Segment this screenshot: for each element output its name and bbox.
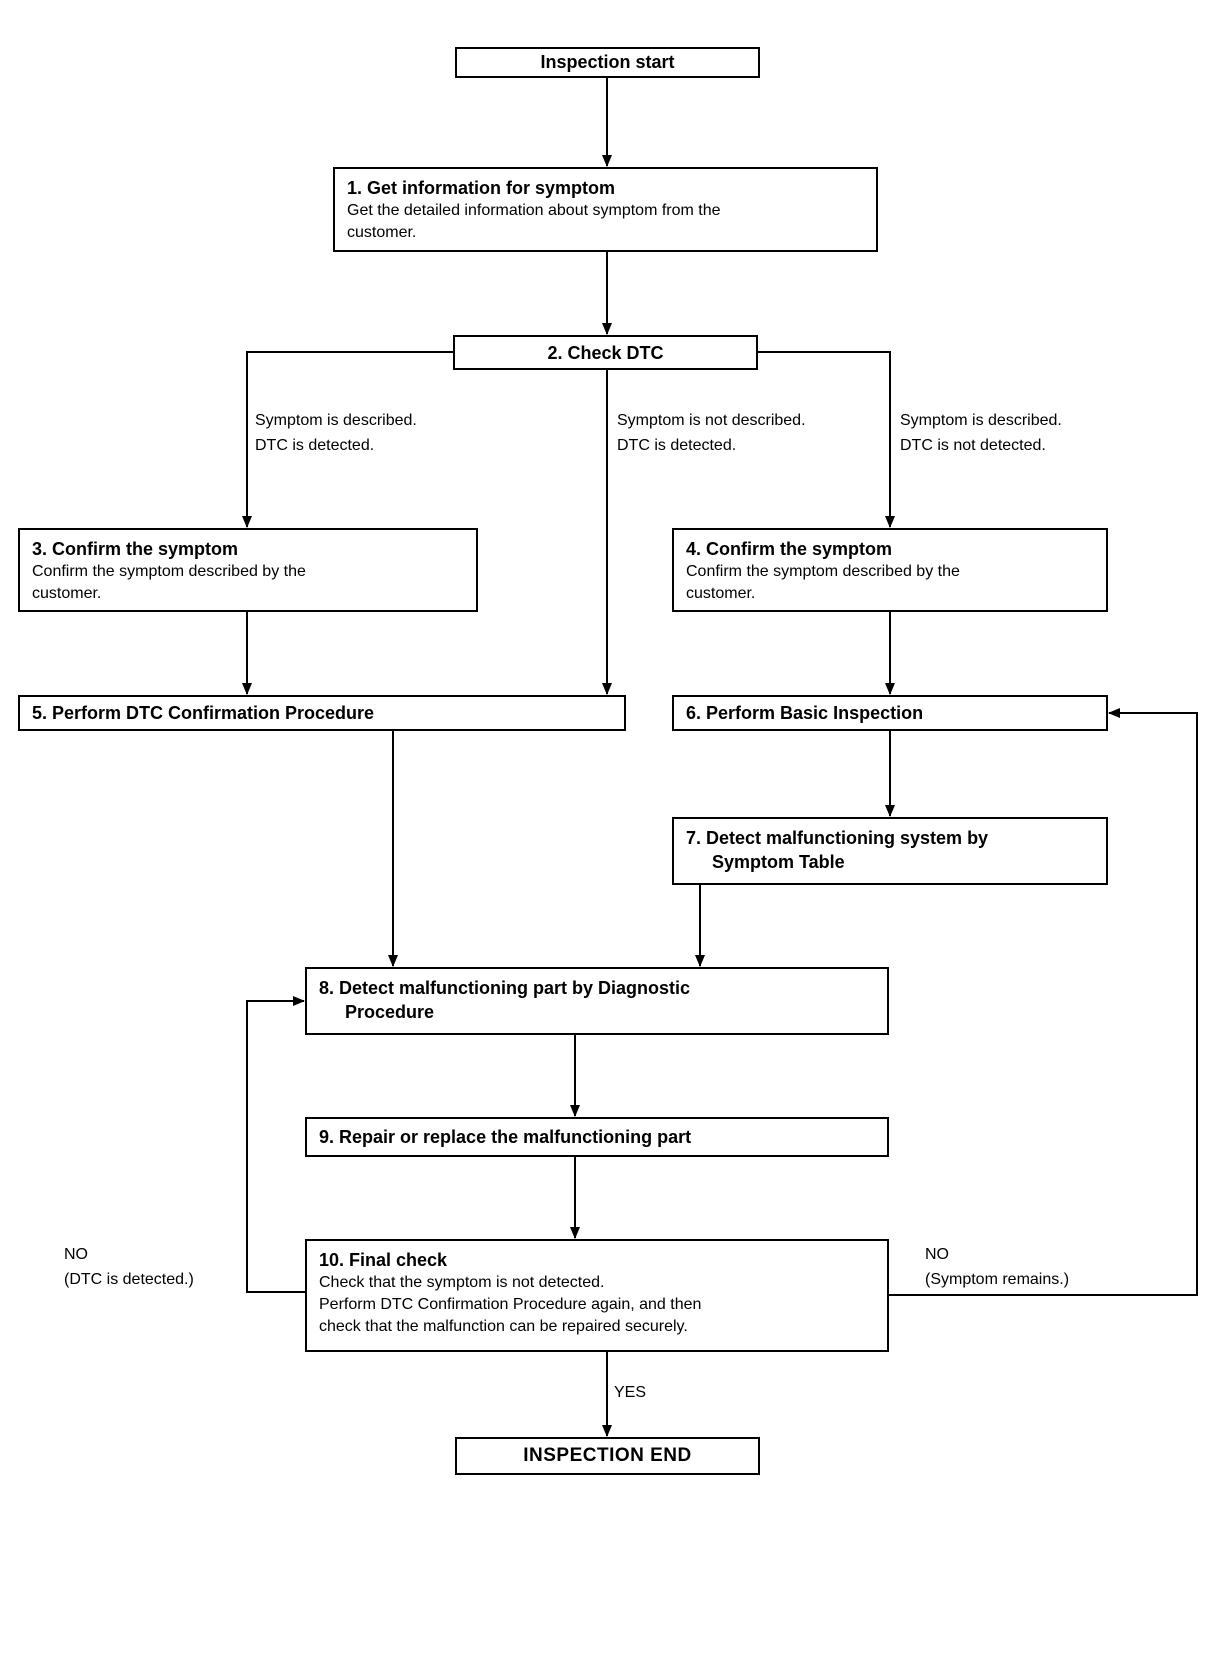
node-step-3: 3. Confirm the symptom Confirm the sympt… [18, 528, 478, 612]
node-step-6: 6. Perform Basic Inspection [672, 695, 1108, 731]
yes-label: YES [614, 1384, 647, 1401]
step-10-title: 10. Final check [319, 1250, 448, 1270]
node-inspection-start: Inspection start [455, 47, 760, 78]
node-step-9: 9. Repair or replace the malfunctioning … [305, 1117, 889, 1157]
node-step-7: 7. Detect malfunctioning system by Sympt… [672, 817, 1108, 885]
node-step-10: 10. Final check Check that the symptom i… [305, 1239, 889, 1352]
edge-loop-10-to-8 [246, 996, 305, 1293]
step-4-title: 4. Confirm the symptom [686, 539, 893, 559]
step-1-title: 1. Get information for symptom [347, 178, 616, 198]
edge-loop-10-to-6 [889, 708, 1198, 1296]
branch-label-left: Symptom is described. DTC is detected. [255, 412, 417, 454]
step-7-title-line2: Symptom Table [712, 852, 845, 872]
node-inspection-end: INSPECTION END [455, 1437, 760, 1475]
step-7-title-line1: 7. Detect malfunctioning system by [686, 828, 989, 848]
node-step-8: 8. Detect malfunctioning part by Diagnos… [305, 967, 889, 1035]
step-1-body: Get the detailed information about sympt… [347, 202, 721, 241]
inspection-end-label: INSPECTION END [523, 1445, 692, 1466]
step-8-title-line1: 8. Detect malfunctioning part by Diagnos… [319, 978, 691, 998]
step-9-title: 9. Repair or replace the malfunctioning … [319, 1127, 692, 1147]
step-3-body: Confirm the symptom described by the cus… [32, 563, 306, 602]
step-4-body: Confirm the symptom described by the cus… [686, 563, 960, 602]
node-step-2: 2. Check DTC [453, 335, 758, 370]
step-3-title: 3. Confirm the symptom [32, 539, 239, 559]
step-10-body: Check that the symptom is not detected. … [319, 1274, 702, 1335]
loop-label-left-no: NO (DTC is detected.) [64, 1246, 194, 1288]
node-step-4: 4. Confirm the symptom Confirm the sympt… [672, 528, 1108, 612]
branch-label-right: Symptom is described. DTC is not detecte… [900, 412, 1062, 454]
loop-label-right-no: NO (Symptom remains.) [925, 1246, 1070, 1288]
step-6-title: 6. Perform Basic Inspection [686, 703, 924, 723]
step-2-title: 2. Check DTC [547, 342, 664, 363]
inspection-start-label: Inspection start [540, 52, 675, 72]
node-step-5: 5. Perform DTC Confirmation Procedure [18, 695, 626, 731]
step-8-title-line2: Procedure [345, 1002, 435, 1022]
node-step-1: 1. Get information for symptom Get the d… [333, 167, 878, 252]
step-5-title: 5. Perform DTC Confirmation Procedure [32, 703, 375, 723]
branch-label-middle: Symptom is not described. DTC is detecte… [617, 412, 806, 454]
